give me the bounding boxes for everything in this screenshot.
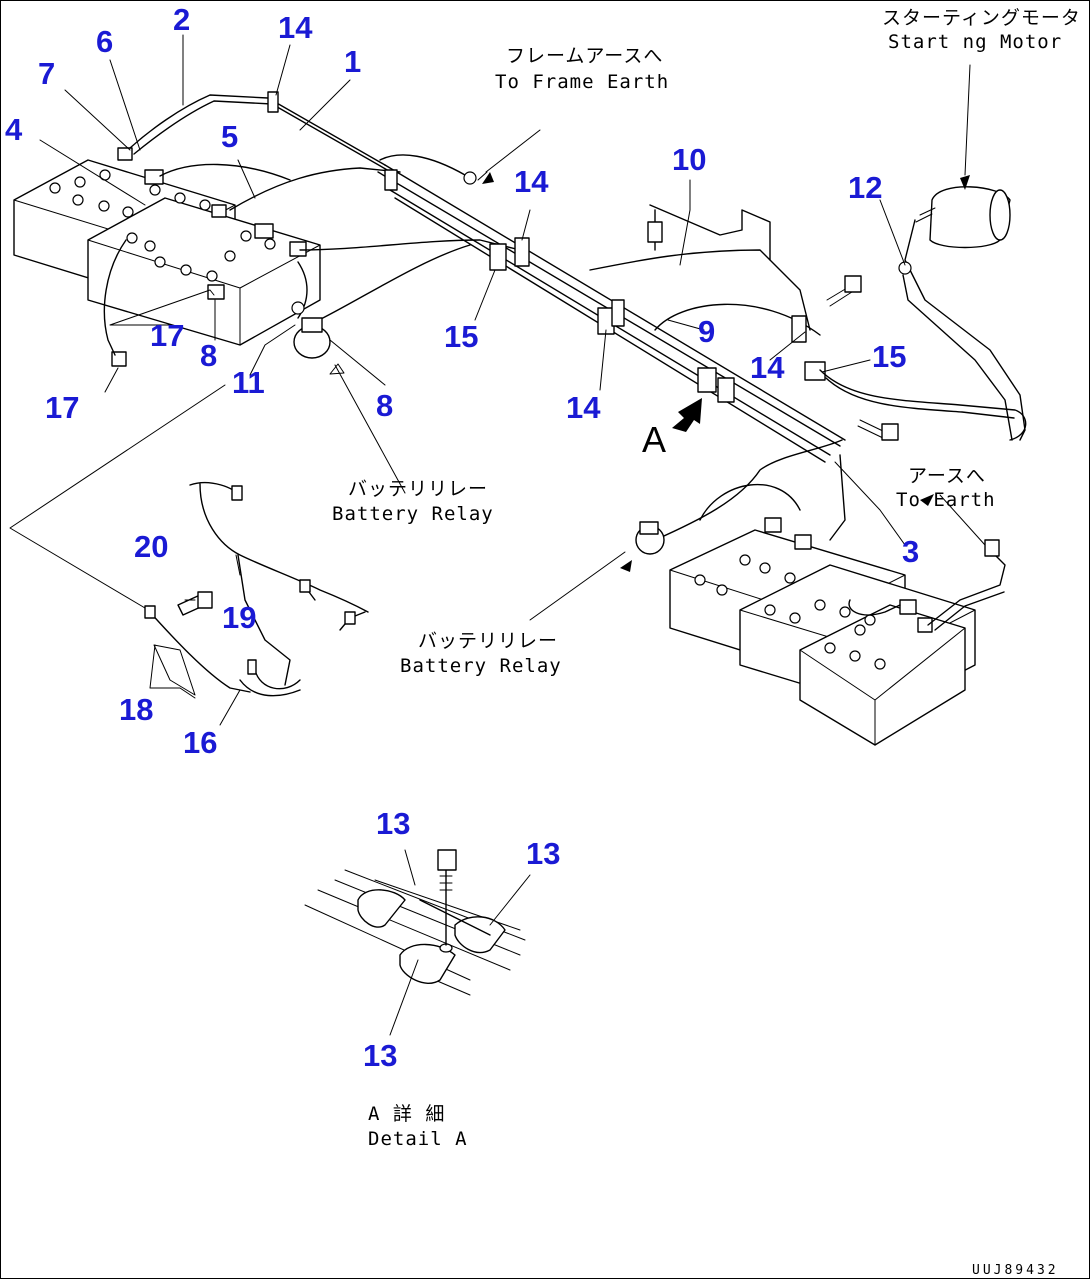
callout-16: 16 — [183, 725, 217, 760]
starting-motor-label-en: Start ng Motor — [888, 31, 1062, 53]
callout-17-low: 17 — [45, 390, 79, 425]
text-labels: スターティングモータ Start ng Motor フレームアースへ To Fr… — [332, 7, 1081, 1278]
detail-a-label-jp: A 詳 細 — [368, 1103, 445, 1125]
callout-7: 7 — [38, 56, 55, 91]
callout-6: 6 — [96, 24, 113, 59]
callout-14-top: 14 — [278, 10, 313, 45]
callout-17-mid: 17 — [150, 318, 184, 353]
callout-15-left: 15 — [444, 319, 478, 354]
callout-13-top: 13 — [376, 806, 410, 841]
callout-14-right: 14 — [750, 350, 785, 385]
callout-13-bottom: 13 — [363, 1038, 397, 1073]
callout-18: 18 — [119, 692, 153, 727]
starting-motor-label-jp: スターティングモータ — [882, 7, 1081, 29]
frame-earth-label-jp: フレームアースへ — [506, 45, 663, 67]
callout-4: 4 — [5, 112, 23, 147]
callout-8-right: 8 — [376, 388, 393, 423]
callout-10: 10 — [672, 142, 706, 177]
callout-13-right: 13 — [526, 836, 560, 871]
detail-a-label-en: Detail A — [368, 1128, 468, 1150]
battery-relay-2-label-jp: バッテリリレー — [418, 630, 558, 652]
starting-motor — [898, 186, 1026, 441]
callout-11: 11 — [232, 365, 265, 400]
callout-14-mid: 14 — [514, 164, 549, 199]
harness-19 — [144, 481, 369, 697]
frame-earth-label-en: To Frame Earth — [495, 71, 669, 93]
callout-9: 9 — [698, 314, 715, 349]
callout-19: 19 — [222, 600, 256, 635]
view-a-label: A — [642, 419, 666, 460]
battery-relay-1-label-jp: バッテリリレー — [348, 478, 488, 500]
callout-12: 12 — [848, 170, 882, 205]
callout-1: 1 — [344, 44, 361, 79]
callout-2: 2 — [173, 2, 190, 37]
drawing-code: UUJ89432 — [972, 1263, 1059, 1278]
earth-label-jp: アースへ — [908, 465, 986, 487]
callout-3: 3 — [902, 534, 919, 569]
leader-lines — [9, 34, 986, 1036]
earth-label-en: To Earth — [896, 489, 996, 511]
right-battery-group — [635, 439, 1006, 746]
callout-20: 20 — [134, 529, 168, 564]
main-harness — [103, 91, 1027, 463]
callout-5: 5 — [221, 119, 238, 154]
callout-15-right: 15 — [872, 339, 906, 374]
battery-relay-1-label-en: Battery Relay — [332, 503, 494, 525]
left-battery-group — [13, 147, 321, 367]
callout-numbers: 2 14 1 6 7 4 5 17 8 11 17 8 14 15 14 10 … — [5, 2, 919, 1073]
callout-8-left: 8 — [200, 338, 217, 373]
callout-14-low: 14 — [566, 390, 601, 425]
detail-a — [304, 849, 526, 996]
battery-relay-2-label-en: Battery Relay — [400, 655, 562, 677]
